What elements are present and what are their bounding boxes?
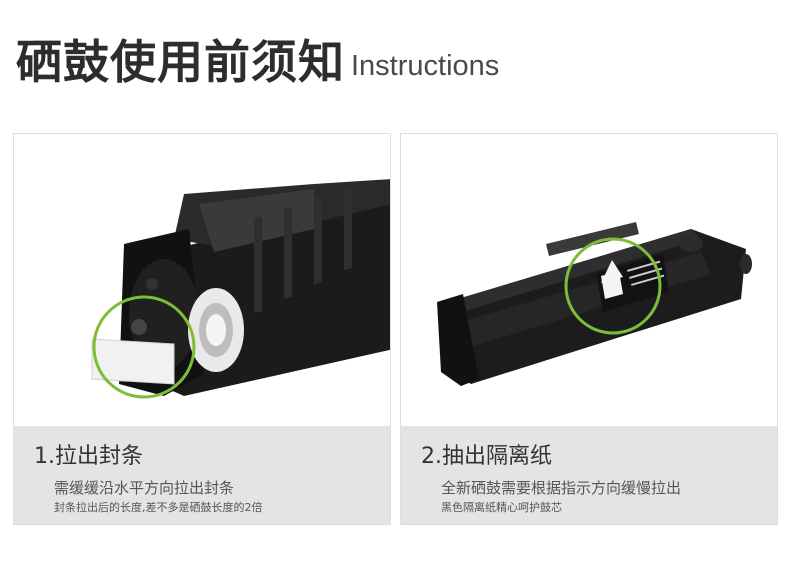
toner-cartridge-side-illustration <box>437 222 752 386</box>
step-instruction: 全新硒鼓需要根据指示方向缓慢拉出 <box>441 479 682 497</box>
step-note: 封条拉出后的长度,差不多是硒鼓长度的2倍 <box>54 501 263 514</box>
step-instruction: 需缓缓沿水平方向拉出封条 <box>54 479 235 497</box>
step-title: 2.抽出隔离纸 <box>421 444 552 469</box>
page-subtitle: Instructions <box>351 50 500 82</box>
toner-cartridge-photo-film <box>401 134 777 426</box>
step-title: 1.拉出封条 <box>34 444 143 469</box>
step-caption-1: 1.拉出封条 需缓缓沿水平方向拉出封条 封条拉出后的长度,差不多是硒鼓长度的2倍 <box>14 426 390 524</box>
toner-cartridge-photo-seal <box>14 134 390 426</box>
step-note: 黑色隔离纸精心呵护鼓芯 <box>441 501 562 514</box>
step-caption-2: 2.抽出隔离纸 全新硒鼓需要根据指示方向缓慢拉出 黑色隔离纸精心呵护鼓芯 <box>401 426 777 524</box>
toner-cartridge-end-illustration <box>91 179 390 399</box>
step-card-2: 2.抽出隔离纸 全新硒鼓需要根据指示方向缓慢拉出 黑色隔离纸精心呵护鼓芯 <box>400 133 778 525</box>
page-header: 硒鼓使用前须知 Instructions <box>16 28 499 88</box>
step-card-1: 1.拉出封条 需缓缓沿水平方向拉出封条 封条拉出后的长度,差不多是硒鼓长度的2倍 <box>13 133 391 525</box>
page-title: 硒鼓使用前须知 <box>16 35 345 89</box>
